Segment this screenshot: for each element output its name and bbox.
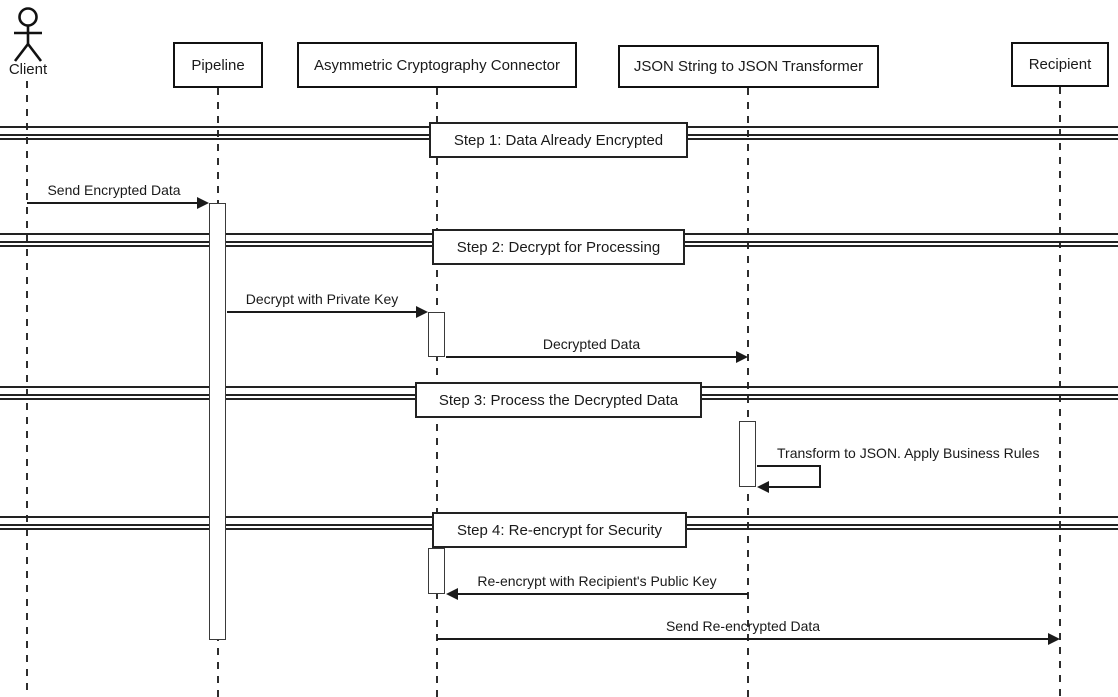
activation-bar-connector-reencrypt [428,548,445,594]
activation-bar-connector-decrypt [428,312,445,357]
arrowhead-left-icon [757,481,769,493]
message-label: Send Encrypted Data [47,182,181,198]
message-line-reencrypt-public-key [456,593,748,595]
message-label: Send Re-encrypted Data [665,618,821,634]
message-line-decrypted-data [446,356,737,358]
arrowhead-right-icon [736,351,748,363]
divider-label: Step 3: Process the Decrypted Data [438,391,679,409]
activation-bar-transformer [739,421,756,487]
message-label: Transform to JSON. Apply Business Rules [777,445,1040,461]
participant-label: JSON String to JSON Transformer [633,58,864,75]
self-message-right-line [819,465,821,488]
participant-label: Pipeline [191,56,245,74]
message-line-send-reencrypted-data [437,638,1049,640]
message-label: Decrypted Data [542,336,641,352]
divider-step-2: Step 2: Decrypt for Processing [432,229,685,265]
divider-step-4: Step 4: Re-encrypt for Security [432,512,687,548]
arrowhead-right-icon [416,306,428,318]
participant-label: Asymmetric Cryptography Connector [314,56,560,74]
divider-label: Step 2: Decrypt for Processing [456,238,661,256]
actor-client-label: Client [8,61,48,78]
participant-label: Recipient [1028,56,1092,73]
divider-label: Step 4: Re-encrypt for Security [456,521,663,539]
arrowhead-right-icon [1048,633,1060,645]
participant-box-json-transformer: JSON String to JSON Transformer [618,45,879,88]
arrowhead-left-icon [446,588,458,600]
divider-step-3: Step 3: Process the Decrypted Data [415,382,702,418]
arrowhead-right-icon [197,197,209,209]
divider-step-1: Step 1: Data Already Encrypted [429,122,688,158]
activation-bar-pipeline [209,203,226,640]
divider-label: Step 1: Data Already Encrypted [453,131,664,149]
actor-person-icon [13,7,43,62]
message-label: Re-encrypt with Recipient's Public Key [477,573,717,589]
lifeline-client [26,81,28,697]
message-label: Decrypt with Private Key [245,291,399,307]
self-message-top-line [757,465,821,467]
message-line-send-encrypted-data [27,202,201,204]
lifeline-json-transformer [747,88,749,697]
participant-box-asymmetric-cryptography-connector: Asymmetric Cryptography Connector [297,42,577,88]
participant-box-recipient: Recipient [1011,42,1109,87]
message-line-decrypt-private-key [227,311,417,313]
participant-box-pipeline: Pipeline [173,42,263,88]
lifeline-recipient [1059,87,1061,697]
self-message-bottom-line [769,486,821,488]
